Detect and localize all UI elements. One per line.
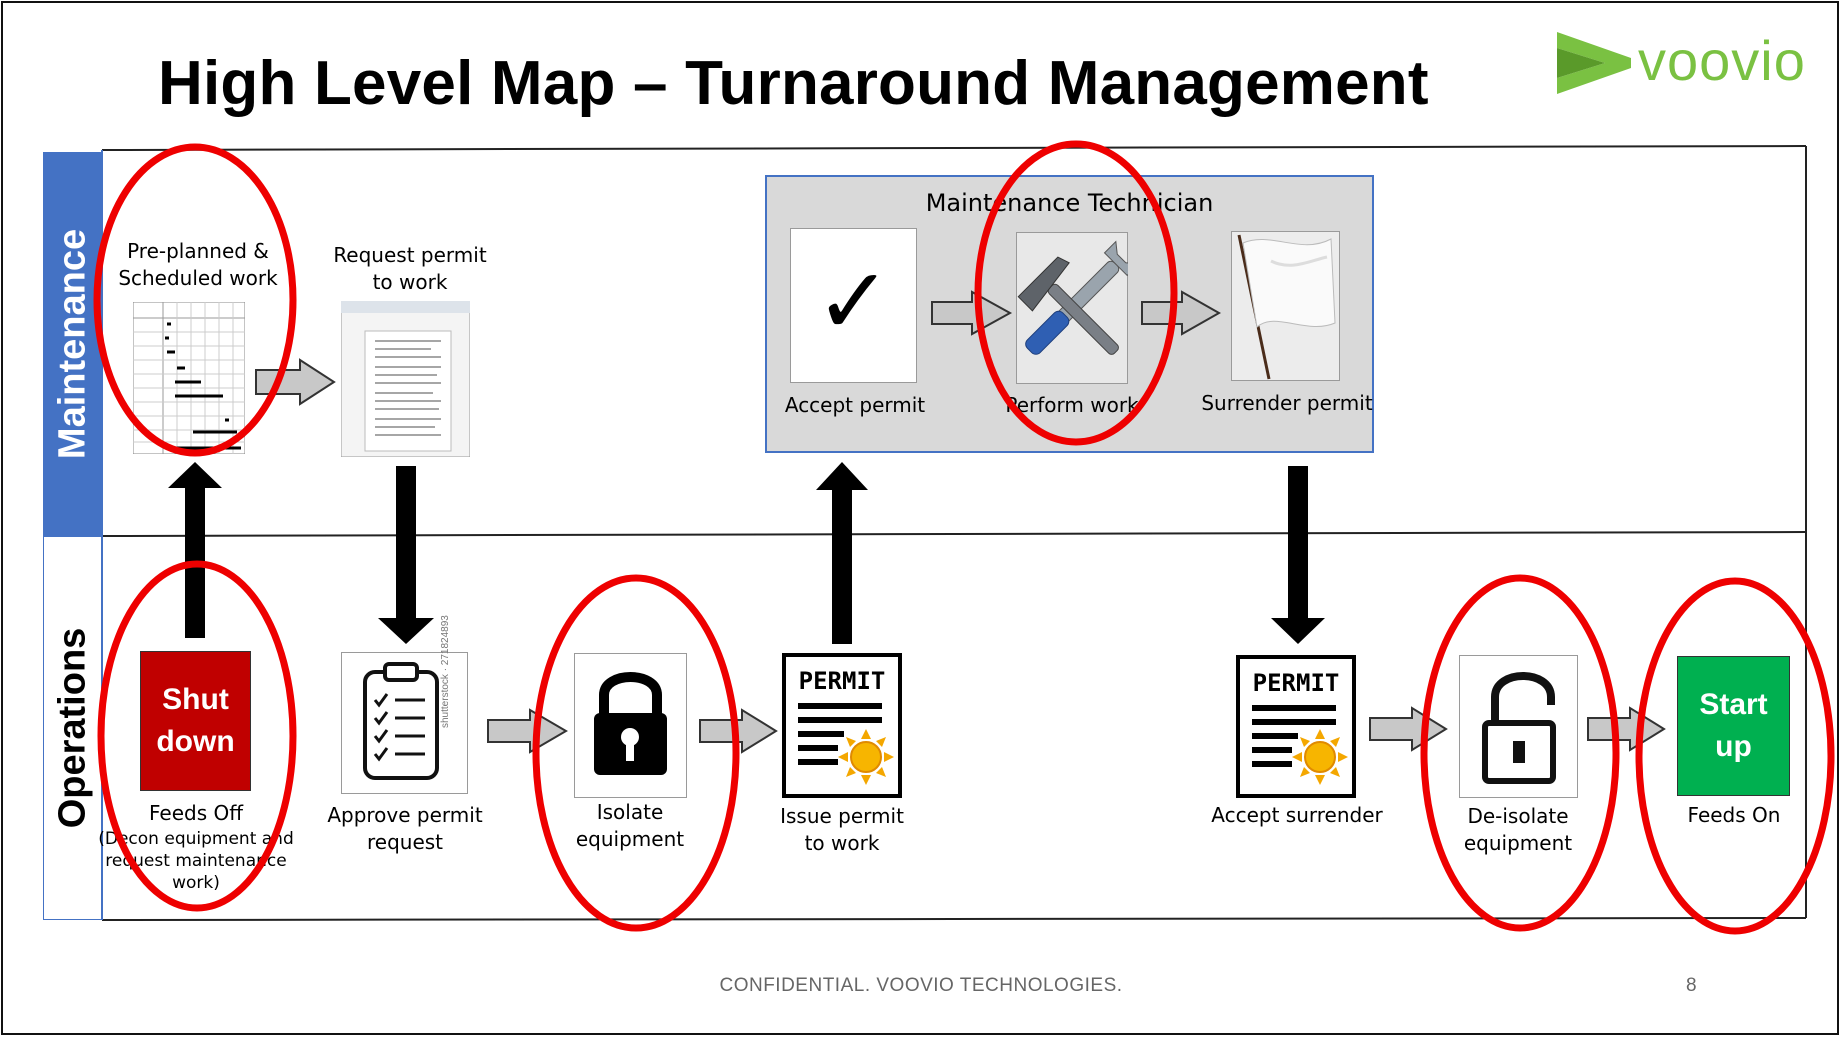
clipboard-checklist-icon (363, 662, 439, 780)
label-line: Isolate (596, 800, 664, 824)
arrow-down (1271, 466, 1325, 644)
checkmark-icon: ✓ (814, 248, 893, 355)
arrow-right (1587, 706, 1666, 752)
step-accept-surrender-label: Accept surrender (1211, 803, 1383, 827)
padlock-locked-icon (594, 672, 667, 775)
step-preplanned-label: Pre-planned & Scheduled work (118, 238, 278, 292)
permit-badge: PERMIT (798, 667, 886, 695)
group-title: Maintenance Technician (925, 189, 1214, 217)
step-isolate-label: Isolate equipment (560, 799, 700, 853)
label-line: Pre-planned & (127, 239, 269, 263)
step-approve-permit-label: Approve permit request (320, 802, 490, 856)
page-number: 8 (1686, 975, 1697, 996)
label-line: Approve permit (327, 803, 483, 827)
highlight-oval (1420, 574, 1620, 932)
gantt-schedule-icon (133, 302, 245, 454)
lane-operations: Operations (43, 536, 102, 920)
step-accept-permit-label: Accept permit (784, 393, 926, 417)
arrow-right (487, 708, 568, 754)
highlight-oval (97, 560, 297, 912)
step-issue-permit-label: Issue permit to work (762, 803, 922, 857)
permit-badge: PERMIT (1252, 669, 1340, 697)
arrow-right (931, 290, 1013, 336)
label-line: request maintenance (105, 851, 287, 871)
step-request-permit-label: Request permit to work (330, 242, 490, 296)
label-line: Issue permit (780, 804, 904, 828)
highlight-oval (532, 574, 740, 932)
logo-wordmark: voovio (1638, 29, 1806, 92)
arrow-down (378, 466, 434, 644)
white-flag-icon (1237, 234, 1336, 380)
voovio-logo-icon (1557, 32, 1631, 94)
arrow-up (168, 462, 222, 638)
permit-lines (1252, 705, 1348, 785)
label-line: Scheduled work (118, 266, 278, 290)
slide-title: High Level Map – Turnaround Management (158, 49, 1429, 118)
wrench-hammer-icon (1017, 240, 1128, 355)
label-line: Request permit (333, 243, 487, 267)
permit-certificate-icon: PERMIT (782, 653, 902, 798)
step-startup-label: Feeds On (1687, 803, 1781, 827)
highlight-oval (1635, 577, 1835, 935)
lane-maintenance: Maintenance (43, 152, 102, 536)
label-line: to work (372, 270, 448, 294)
label-line: to work (804, 831, 880, 855)
padlock-unlocked-icon (1482, 672, 1556, 784)
step-surrender-permit-label: Surrender permit (1201, 391, 1373, 415)
label-line: work) (172, 873, 220, 893)
step-perform-work-label: Perform work (1005, 393, 1139, 417)
permit-lines (798, 703, 894, 785)
arrow-right (1141, 290, 1222, 336)
label-line: (Decon equipment and (98, 829, 294, 849)
label-line: De-isolate (1467, 804, 1569, 828)
label-line: equipment (1463, 831, 1573, 855)
accept-permit-card (790, 228, 917, 383)
arrow-up (816, 462, 868, 644)
label-line: request (366, 830, 444, 854)
label-line: equipment (575, 827, 685, 851)
step-shutdown-label: Feeds Off (148, 801, 243, 825)
highlight-oval (974, 140, 1178, 446)
document-form-icon (341, 301, 470, 457)
step-shutdown-sublabel: (Decon equipment and request maintenance… (96, 828, 296, 894)
step-deisolate-label: De-isolate equipment (1448, 803, 1588, 857)
permit-certificate-icon: PERMIT (1236, 655, 1356, 798)
footer-confidential: CONFIDENTIAL. VOOVIO TECHNOLOGIES. (719, 975, 1123, 996)
highlight-oval (93, 143, 297, 457)
